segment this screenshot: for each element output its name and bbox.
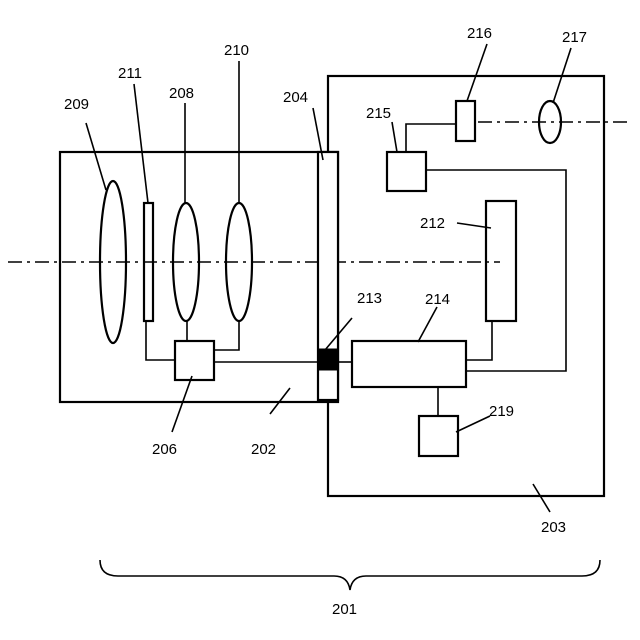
leader-209 (86, 123, 106, 190)
leader-214 (418, 307, 437, 342)
unit-215 (387, 152, 426, 191)
label-219: 219 (489, 403, 514, 420)
leader-211 (134, 84, 148, 203)
label-204: 204 (283, 89, 308, 106)
camera-body-203 (328, 76, 604, 496)
label-208: 208 (169, 85, 194, 102)
label-209: 209 (64, 96, 89, 113)
unit-206 (175, 341, 214, 380)
unit-216 (456, 101, 475, 141)
contact-213 (318, 349, 338, 370)
label-215: 215 (366, 105, 391, 122)
bracket-201 (100, 560, 600, 590)
label-206: 206 (152, 441, 177, 458)
unit-214 (352, 341, 466, 387)
label-211: 211 (118, 65, 142, 82)
label-202: 202 (251, 441, 276, 458)
leader-216 (467, 44, 487, 101)
label-213: 213 (357, 290, 382, 307)
leader-219 (456, 416, 490, 432)
leader-203 (533, 484, 550, 512)
leader-206 (172, 376, 192, 432)
label-217: 217 (562, 29, 587, 46)
label-210: 210 (224, 42, 249, 59)
label-216: 216 (467, 25, 492, 42)
label-212: 212 (420, 215, 445, 232)
label-203: 203 (541, 519, 566, 536)
sensor-212 (486, 201, 516, 321)
leader-215 (392, 122, 397, 152)
wire-206-210 (214, 321, 239, 350)
label-214: 214 (425, 291, 450, 308)
unit-219 (419, 416, 458, 456)
wire-214-212 (466, 321, 492, 360)
wire-206-211 (146, 321, 175, 360)
label-201: 201 (332, 601, 357, 618)
wire-215-216 (406, 124, 456, 152)
